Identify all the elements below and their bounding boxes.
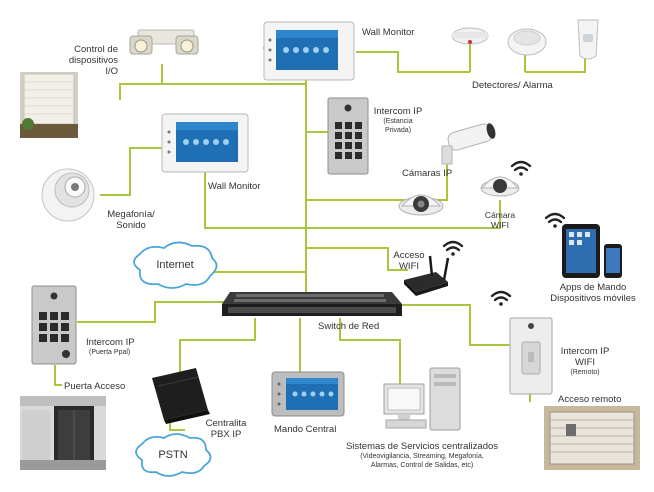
- label-wall-monitor-left: Wall Monitor: [208, 181, 261, 192]
- label-intercom-wifi-sub: (Remoto): [570, 369, 600, 376]
- label-wall-monitor-top: Wall Monitor: [362, 27, 415, 38]
- label-megafonia: Megafonía/ Sonido: [100, 209, 162, 231]
- label-centralita: Centralita PBX IP: [196, 418, 256, 440]
- label-internet: Internet: [156, 259, 194, 271]
- label-intercom-puerta-title: Intercom IP: [86, 337, 135, 348]
- light-fixture-device: [129, 29, 199, 55]
- acceso-remoto-photo: [544, 406, 640, 470]
- label-mando-central: Mando Central: [274, 424, 337, 435]
- label-switch: Switch de Red: [318, 321, 380, 332]
- pbx-device: [152, 368, 210, 424]
- label-camara-wifi-line2: WIFI: [491, 220, 509, 230]
- label-puerta-acceso: Puerta Acceso: [64, 381, 126, 392]
- door-access-photo: [20, 396, 106, 470]
- label-acceso-wifi-line2: WIFI: [398, 261, 420, 272]
- label-centralita-line1: Centralita: [205, 418, 247, 429]
- label-megafonia-line1: Megafonía/: [107, 209, 155, 220]
- label-detectores: Detectores/ Alarma: [472, 80, 553, 91]
- label-intercom-privada-sub2: Privada): [384, 127, 412, 134]
- label-camaras-ip: Cámaras IP: [402, 168, 453, 179]
- bullet-camera-device: [441, 123, 496, 165]
- label-intercom-privada: Intercom IP (Estancia Privada): [366, 106, 430, 135]
- label-camara-wifi: Cámara WIFI: [478, 210, 522, 230]
- label-control-io-line1: Control de: [74, 44, 118, 55]
- pstn-cloud-icon: [135, 433, 212, 477]
- label-control-io-line3: I/O: [105, 66, 118, 77]
- label-control-io-line2: dispositivos: [68, 55, 118, 66]
- wifi-icon: [490, 290, 512, 306]
- label-apps-line2: Dispositivos móviles: [550, 293, 636, 304]
- mando-central-device: [271, 371, 345, 417]
- wifi-icon: [544, 212, 566, 228]
- label-pstn: PSTN: [158, 449, 188, 461]
- label-sistemas-sub1: (Videovigilancia, Streaming, Megafonía,: [360, 453, 484, 460]
- tablet-device: [562, 224, 600, 278]
- computer-server-device: [383, 367, 461, 431]
- label-camara-wifi-line1: Cámara: [484, 210, 516, 220]
- internet-cloud-icon: [133, 241, 218, 289]
- intercom-privada-device: [327, 97, 369, 175]
- label-intercom-puerta: Intercom IP (Puerta Ppal): [86, 337, 135, 357]
- ceiling-speaker-device: [41, 168, 95, 222]
- wifi-camera-device: [480, 176, 520, 197]
- intercom-puerta-device: [31, 285, 77, 365]
- label-centralita-line2: PBX IP: [210, 429, 242, 440]
- wifi-icon: [442, 240, 464, 256]
- smartphone-device: [604, 244, 622, 278]
- label-sistemas-title: Sistemas de Servicios centralizados: [345, 441, 499, 452]
- label-megafonia-line2: Sonido: [116, 220, 146, 231]
- motion-sensor: [577, 19, 599, 60]
- label-apps-line1: Apps de Mando: [559, 282, 627, 293]
- label-intercom-wifi: Intercom IP WIFI (Remoto): [552, 346, 618, 377]
- label-intercom-privada-title: Intercom IP: [373, 106, 423, 117]
- intercom-wifi-device: [509, 317, 553, 395]
- label-acceso-wifi: Acceso WIFI: [386, 250, 432, 272]
- wifi-router-device: [404, 255, 450, 296]
- dome-camera-device: [398, 194, 444, 216]
- label-acceso-remoto: Acceso remoto: [558, 394, 622, 405]
- smoke-detector-2: [507, 28, 547, 56]
- window-blinds-photo: [20, 72, 78, 138]
- network-switch-device: [222, 292, 402, 316]
- label-apps: Apps de Mando Dispositivos móviles: [538, 282, 648, 304]
- label-acceso-wifi-line1: Acceso: [393, 250, 425, 261]
- wifi-icon: [510, 160, 532, 176]
- label-intercom-puerta-sub: (Puerta Ppal): [89, 349, 131, 356]
- label-intercom-wifi-line2: WIFI: [574, 357, 596, 368]
- connector-lines: [54, 24, 586, 431]
- label-sistemas: Sistemas de Servicios centralizados (Vid…: [330, 441, 514, 470]
- smoke-detector-1: [451, 27, 489, 45]
- wall-monitor-top-device: [263, 21, 355, 81]
- label-sistemas-sub2: Alarmas, Control de Salidas, etc): [370, 462, 474, 469]
- wall-monitor-left-device: [161, 113, 249, 173]
- label-intercom-privada-sub1: (Estancia: [383, 118, 413, 125]
- label-control-io: Control de dispositivos I/O: [58, 44, 118, 77]
- label-intercom-wifi-line1: Intercom IP: [560, 346, 610, 357]
